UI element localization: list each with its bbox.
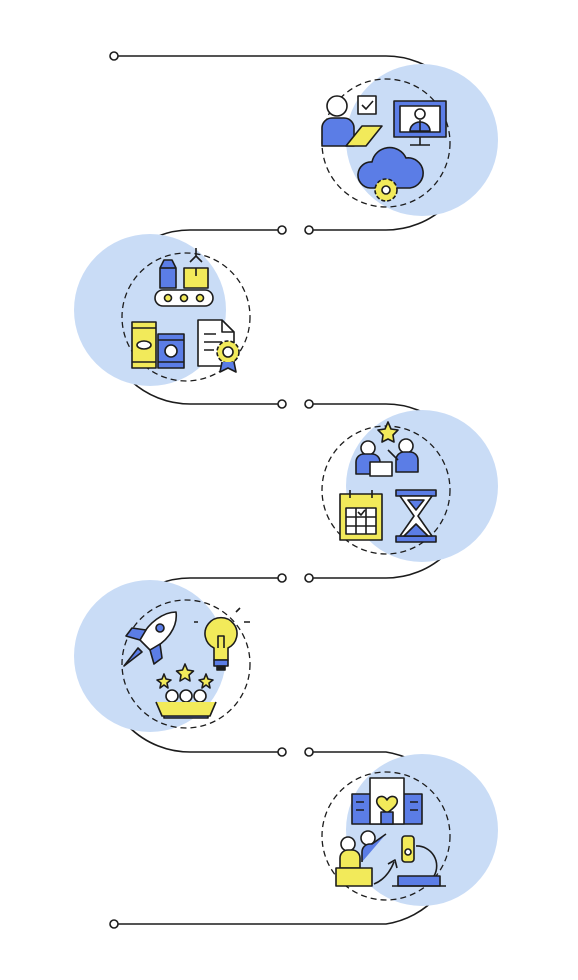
step-2-dashed-ring — [121, 252, 251, 382]
step-5 — [321, 754, 498, 906]
step-1 — [321, 64, 498, 216]
connector-endpoints — [109, 51, 314, 929]
cloud-settings-icon — [357, 146, 424, 202]
calendar-icon — [339, 490, 383, 541]
rocket-icon — [123, 611, 177, 667]
step-3-blob — [346, 410, 498, 562]
hourglass-icon — [395, 489, 437, 543]
team-meeting-icon — [355, 421, 419, 477]
certificate-icon — [197, 319, 240, 373]
step-5-dashed-ring — [321, 771, 451, 901]
lightbulb-icon — [194, 607, 250, 671]
end-dot — [109, 919, 119, 929]
factory-conveyor-icon — [154, 248, 214, 307]
start-dot — [109, 51, 119, 61]
canned-food-icon — [131, 321, 185, 369]
video-call-icon — [393, 100, 447, 146]
step-3 — [321, 410, 498, 562]
patient-care-icon — [335, 830, 398, 887]
step-4-dashed-ring — [121, 599, 251, 729]
team-stars-icon — [155, 663, 217, 719]
microscope-icon — [392, 835, 446, 887]
step-2 — [74, 234, 251, 386]
remote-work-icon — [321, 95, 383, 147]
step-4 — [74, 580, 251, 732]
hospital-icon — [351, 777, 423, 825]
